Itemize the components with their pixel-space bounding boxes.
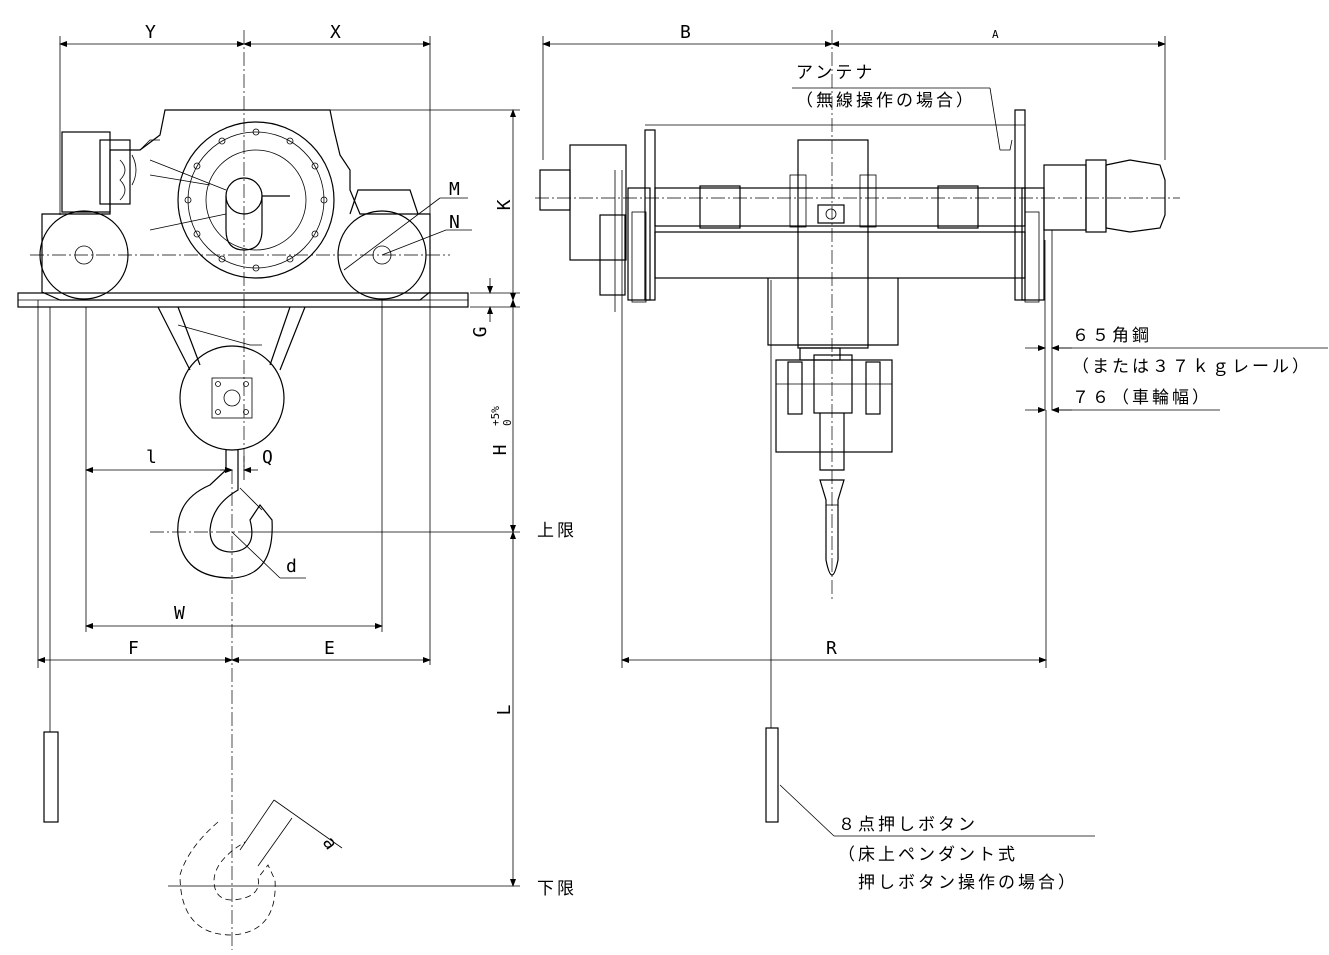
dim-a: a [318,833,341,854]
dim-H: H [490,445,511,456]
dim-l: l [146,447,157,468]
note-pushbutton-sub1: （床上ペンダント式 [838,845,1018,865]
note-pushbutton-sub2: 押しボタン操作の場合） [858,873,1078,893]
note-antenna: アンテナ [796,63,875,83]
note-angle-steel: ６５角鋼 [1072,326,1152,346]
dim-d: d [286,556,297,577]
dim-N: N [449,212,460,233]
dim-R: R [826,638,837,659]
dim-K: K [494,199,515,210]
dim-Y: Y [145,22,156,43]
note-angle-steel-sub: （または３７ｋｇレール） [1072,357,1312,377]
dim-E: E [324,638,335,659]
note-wheel-width: ７６（車輪幅） [1072,388,1212,408]
front-view [535,30,1328,837]
dim-Q: Q [262,447,273,468]
note-antenna-sub: （無線操作の場合） [796,91,976,111]
drum-bolts [184,128,328,272]
note-pushbutton: ８点押しボタン [838,815,978,835]
dim-L: L [494,704,515,715]
side-view [17,30,520,950]
lower-limit-label: 下限 [537,879,577,899]
dim-H-tol-zero: 0 [501,419,514,426]
upper-limit-label: 上限 [537,521,577,541]
annotation-notes: アンテナ （無線操作の場合） ６５角鋼 （または３７ｋｇレール） ７６（車輪幅）… [796,63,1312,893]
dim-M: M [449,179,460,200]
dim-B: B [680,22,691,43]
dim-X: X [330,22,341,43]
dim-H-tol-plus: +5% [489,406,502,426]
dim-A: A [992,28,999,41]
dim-G: G [470,327,491,338]
dim-W: W [174,603,185,624]
dim-F: F [128,638,139,659]
